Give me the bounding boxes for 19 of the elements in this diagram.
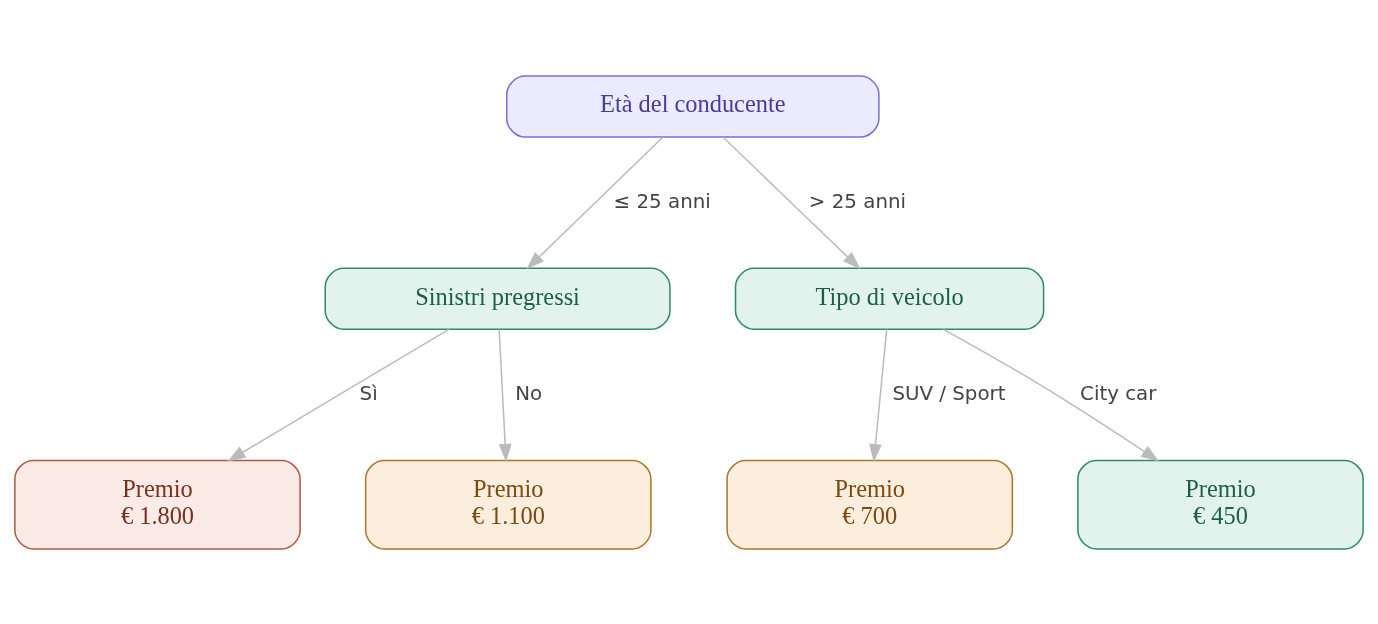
node-box: Premio € 450 <box>1077 459 1364 550</box>
edge-label: SUV / Sport <box>892 381 1006 405</box>
edge-label: City car <box>1080 381 1157 405</box>
arrow <box>526 136 664 269</box>
edge-label: ≤ 25 anni <box>613 189 711 213</box>
node-box: Premio € 700 <box>726 459 1014 550</box>
edge-label: No <box>515 381 543 405</box>
node-box: Premio € 1.100 <box>364 459 652 550</box>
node-box: Età del conducente <box>505 74 880 138</box>
arrow <box>227 328 450 461</box>
arrow <box>942 328 1160 461</box>
edge-label: > 25 anni <box>808 189 907 213</box>
node-box: Premio € 1.800 <box>14 459 301 550</box>
node-box: Tipo di veicolo <box>734 267 1045 330</box>
arrow <box>498 328 512 462</box>
edge-label: Sì <box>359 381 378 405</box>
node-box: Sinistri pregressi <box>324 267 671 330</box>
arrow <box>869 328 888 462</box>
arrow <box>722 136 861 269</box>
